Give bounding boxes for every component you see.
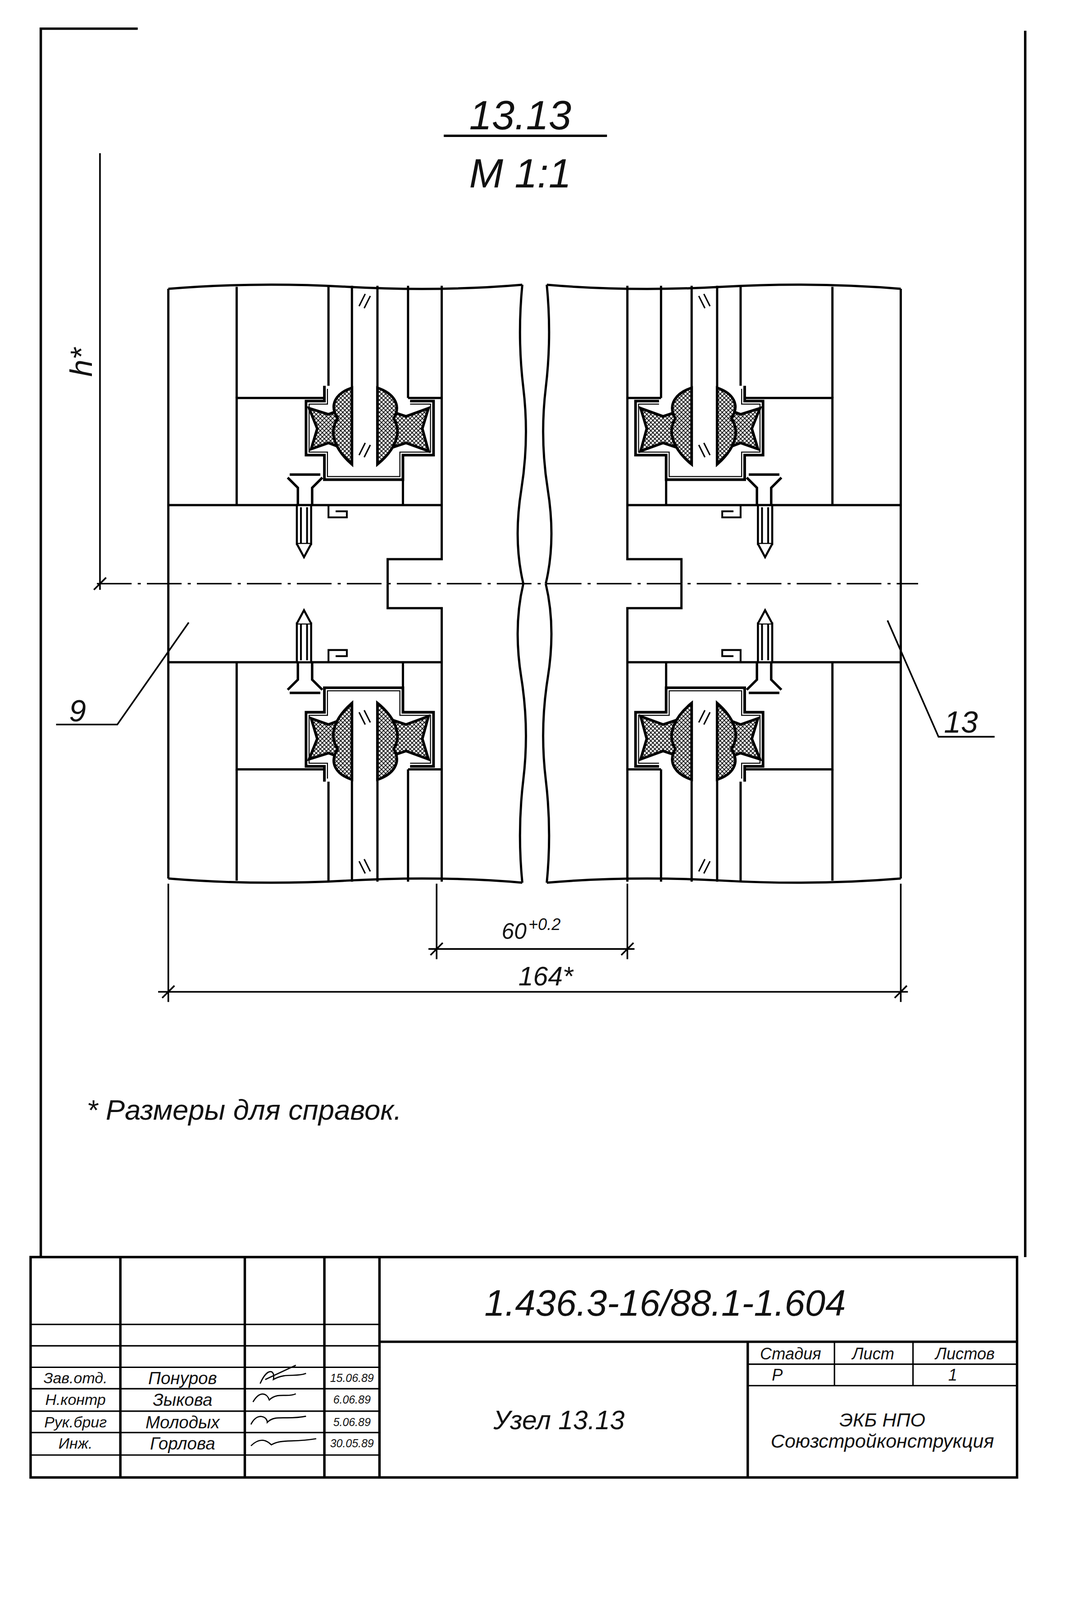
table-cell: Зыкова (152, 1390, 213, 1410)
callout-number: 13 (943, 705, 979, 740)
scale-label: М 1:1 (469, 150, 572, 196)
table-cell: Инж. (58, 1434, 93, 1452)
dimension-label: 60 (501, 919, 527, 944)
tolerance-label: +0.2 (528, 915, 561, 934)
table-cell: Р (771, 1365, 783, 1384)
dimension-label: 164* (518, 961, 574, 992)
table-cell: Зав.отд. (43, 1369, 108, 1387)
drawing-name: Узел 13.13 (493, 1405, 625, 1435)
table-cell: 1 (948, 1365, 958, 1384)
dimension-label: h* (64, 347, 99, 377)
table-cell: Молодых (145, 1412, 220, 1432)
table-cell: Рук.бриг (44, 1413, 107, 1431)
note: * Размеры для справок. (86, 1094, 402, 1126)
table-cell: Понуров (148, 1368, 218, 1388)
title: 13.13 (468, 92, 572, 138)
table-cell: Стадия (760, 1344, 822, 1363)
table-cell: Горлова (150, 1433, 216, 1453)
table-cell: 5.06.89 (333, 1415, 371, 1429)
table-cell: 30.05.89 (330, 1437, 374, 1450)
organization: ЭКБ НПО Союзстройконструкция (764, 1408, 1000, 1452)
table-cell: 15.06.89 (330, 1371, 374, 1384)
table-cell: Листов (935, 1344, 995, 1363)
table-cell: Лист (852, 1344, 895, 1363)
table-cell: 6.06.89 (333, 1393, 371, 1406)
callout-number: 9 (68, 694, 87, 729)
table-cell: Н.контр (45, 1391, 106, 1408)
document-code: 1.436.3-16/88.1-1.604 (484, 1282, 846, 1324)
